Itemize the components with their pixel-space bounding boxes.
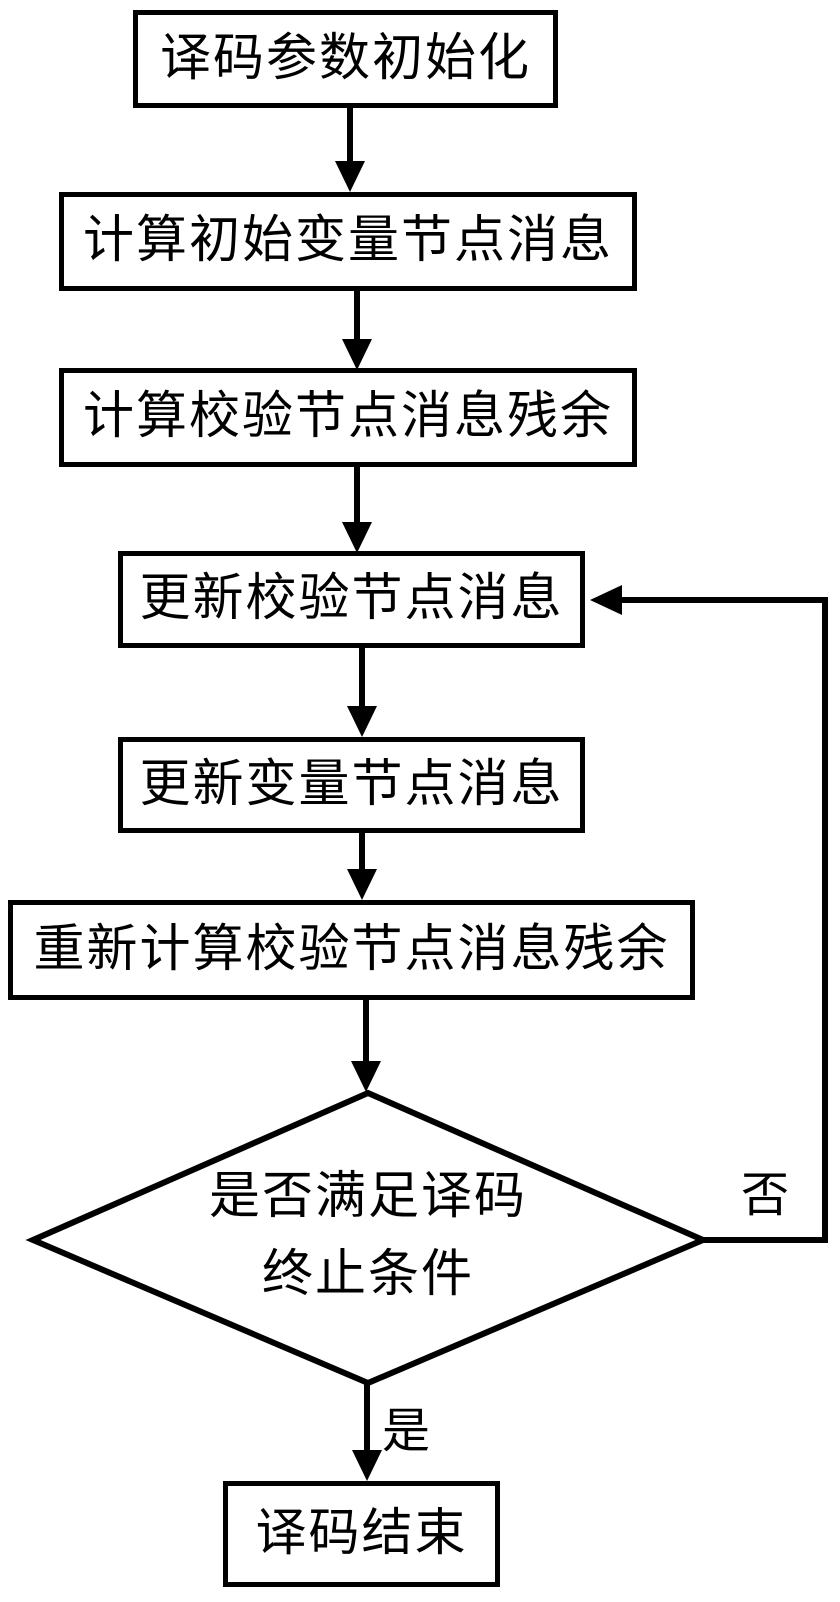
arrow-down-icon <box>347 648 377 737</box>
edge-label-yes: 是 <box>382 1405 431 1458</box>
process-box-decode-end: 译码结束 <box>223 1481 500 1587</box>
decision-label: 是否满足译码 终止条件 <box>68 1158 668 1314</box>
process-box-decode-end-label: 译码结束 <box>255 1505 468 1562</box>
process-box-calc-initial-variable-messages: 计算初始变量节点消息 <box>59 192 637 291</box>
arrow-down-icon <box>347 833 377 900</box>
process-box-update-check-messages: 更新校验节点消息 <box>118 551 585 648</box>
process-box-recalc-check-residuals: 重新计算校验节点消息残余 <box>8 900 695 1000</box>
decision-label-line1: 是否满足译码 <box>208 1169 527 1225</box>
feedback-arrow-left-icon <box>590 585 828 1243</box>
process-box-recalc-check-residuals-label: 重新计算校验节点消息残余 <box>33 921 670 978</box>
arrow-down-icon <box>335 108 365 192</box>
arrow-down-icon <box>352 1383 382 1481</box>
arrow-down-icon <box>351 1000 381 1092</box>
process-box-init: 译码参数初始化 <box>133 10 558 108</box>
process-box-calc-check-residuals: 计算校验节点消息残余 <box>59 368 637 467</box>
process-box-calc-initial-variable-messages-label: 计算初始变量节点消息 <box>82 213 613 269</box>
edge-label-no: 否 <box>741 1169 790 1222</box>
arrow-down-icon <box>342 291 372 370</box>
decision-label-line2: 终止条件 <box>261 1247 474 1303</box>
arrow-down-icon <box>342 467 372 553</box>
process-box-update-variable-messages-label: 更新变量节点消息 <box>139 756 564 813</box>
process-box-calc-check-residuals-label: 计算校验节点消息残余 <box>82 389 613 445</box>
process-box-init-label: 译码参数初始化 <box>159 30 531 87</box>
process-box-update-check-messages-label: 更新校验节点消息 <box>139 571 564 627</box>
process-box-update-variable-messages: 更新变量节点消息 <box>118 737 585 833</box>
